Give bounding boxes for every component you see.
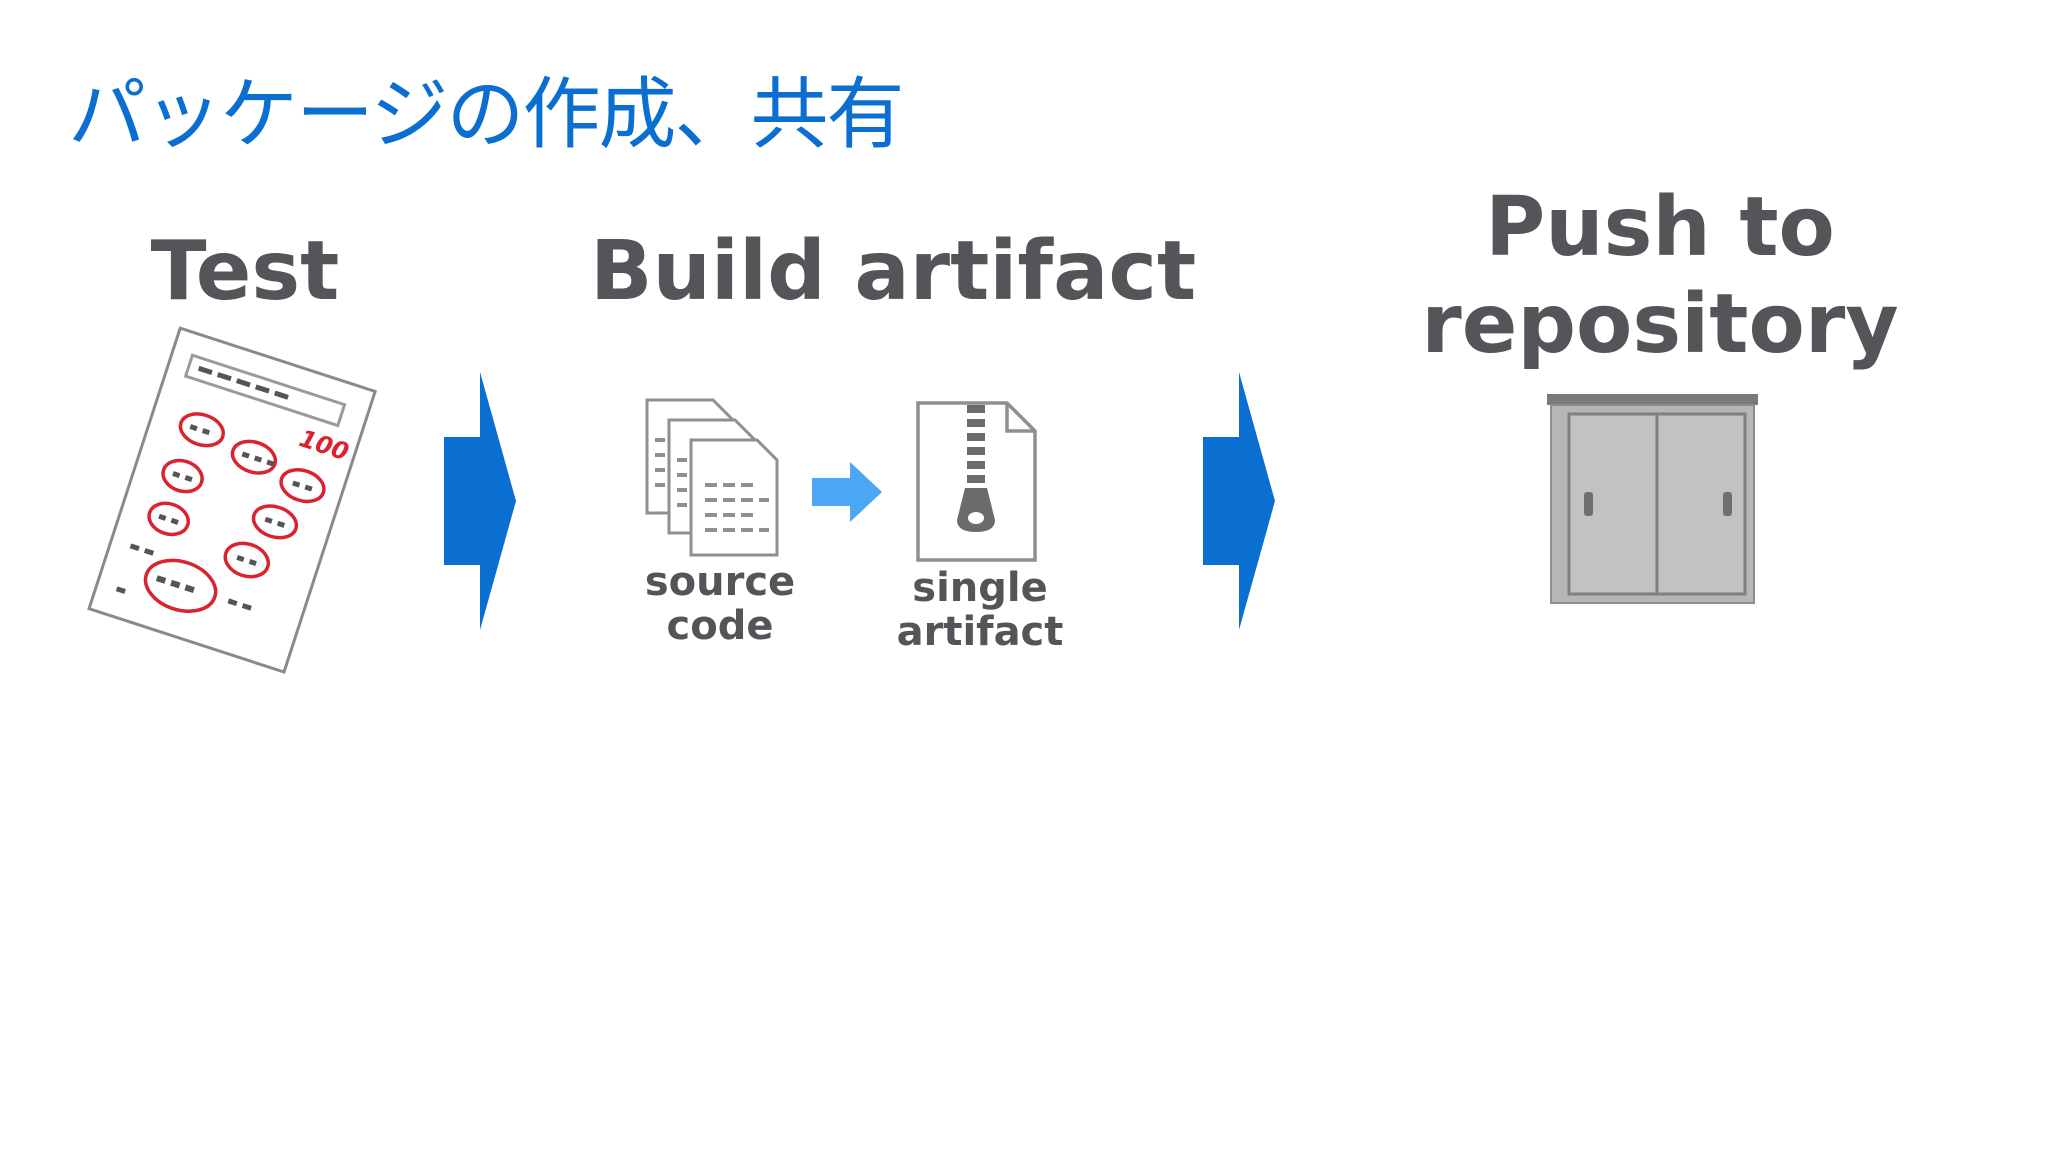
step-test-heading: Test xyxy=(150,224,340,319)
step-push-heading: Push to repository xyxy=(1421,180,1899,372)
test-paper-icon: 100 xyxy=(87,326,378,674)
small-arrow xyxy=(812,462,882,522)
zip-file-icon xyxy=(916,401,1037,562)
slide-title: パッケージの作成、共有 xyxy=(68,70,904,160)
source-code-label: source code xyxy=(644,559,796,649)
flow-arrow-1 xyxy=(444,372,516,630)
flow-arrow-2 xyxy=(1203,372,1275,630)
single-artifact-label: single artifact xyxy=(896,565,1064,655)
documents-icon xyxy=(645,398,779,557)
step-build-heading: Build artifact xyxy=(590,224,1197,319)
storage-shed-icon xyxy=(1547,394,1758,604)
